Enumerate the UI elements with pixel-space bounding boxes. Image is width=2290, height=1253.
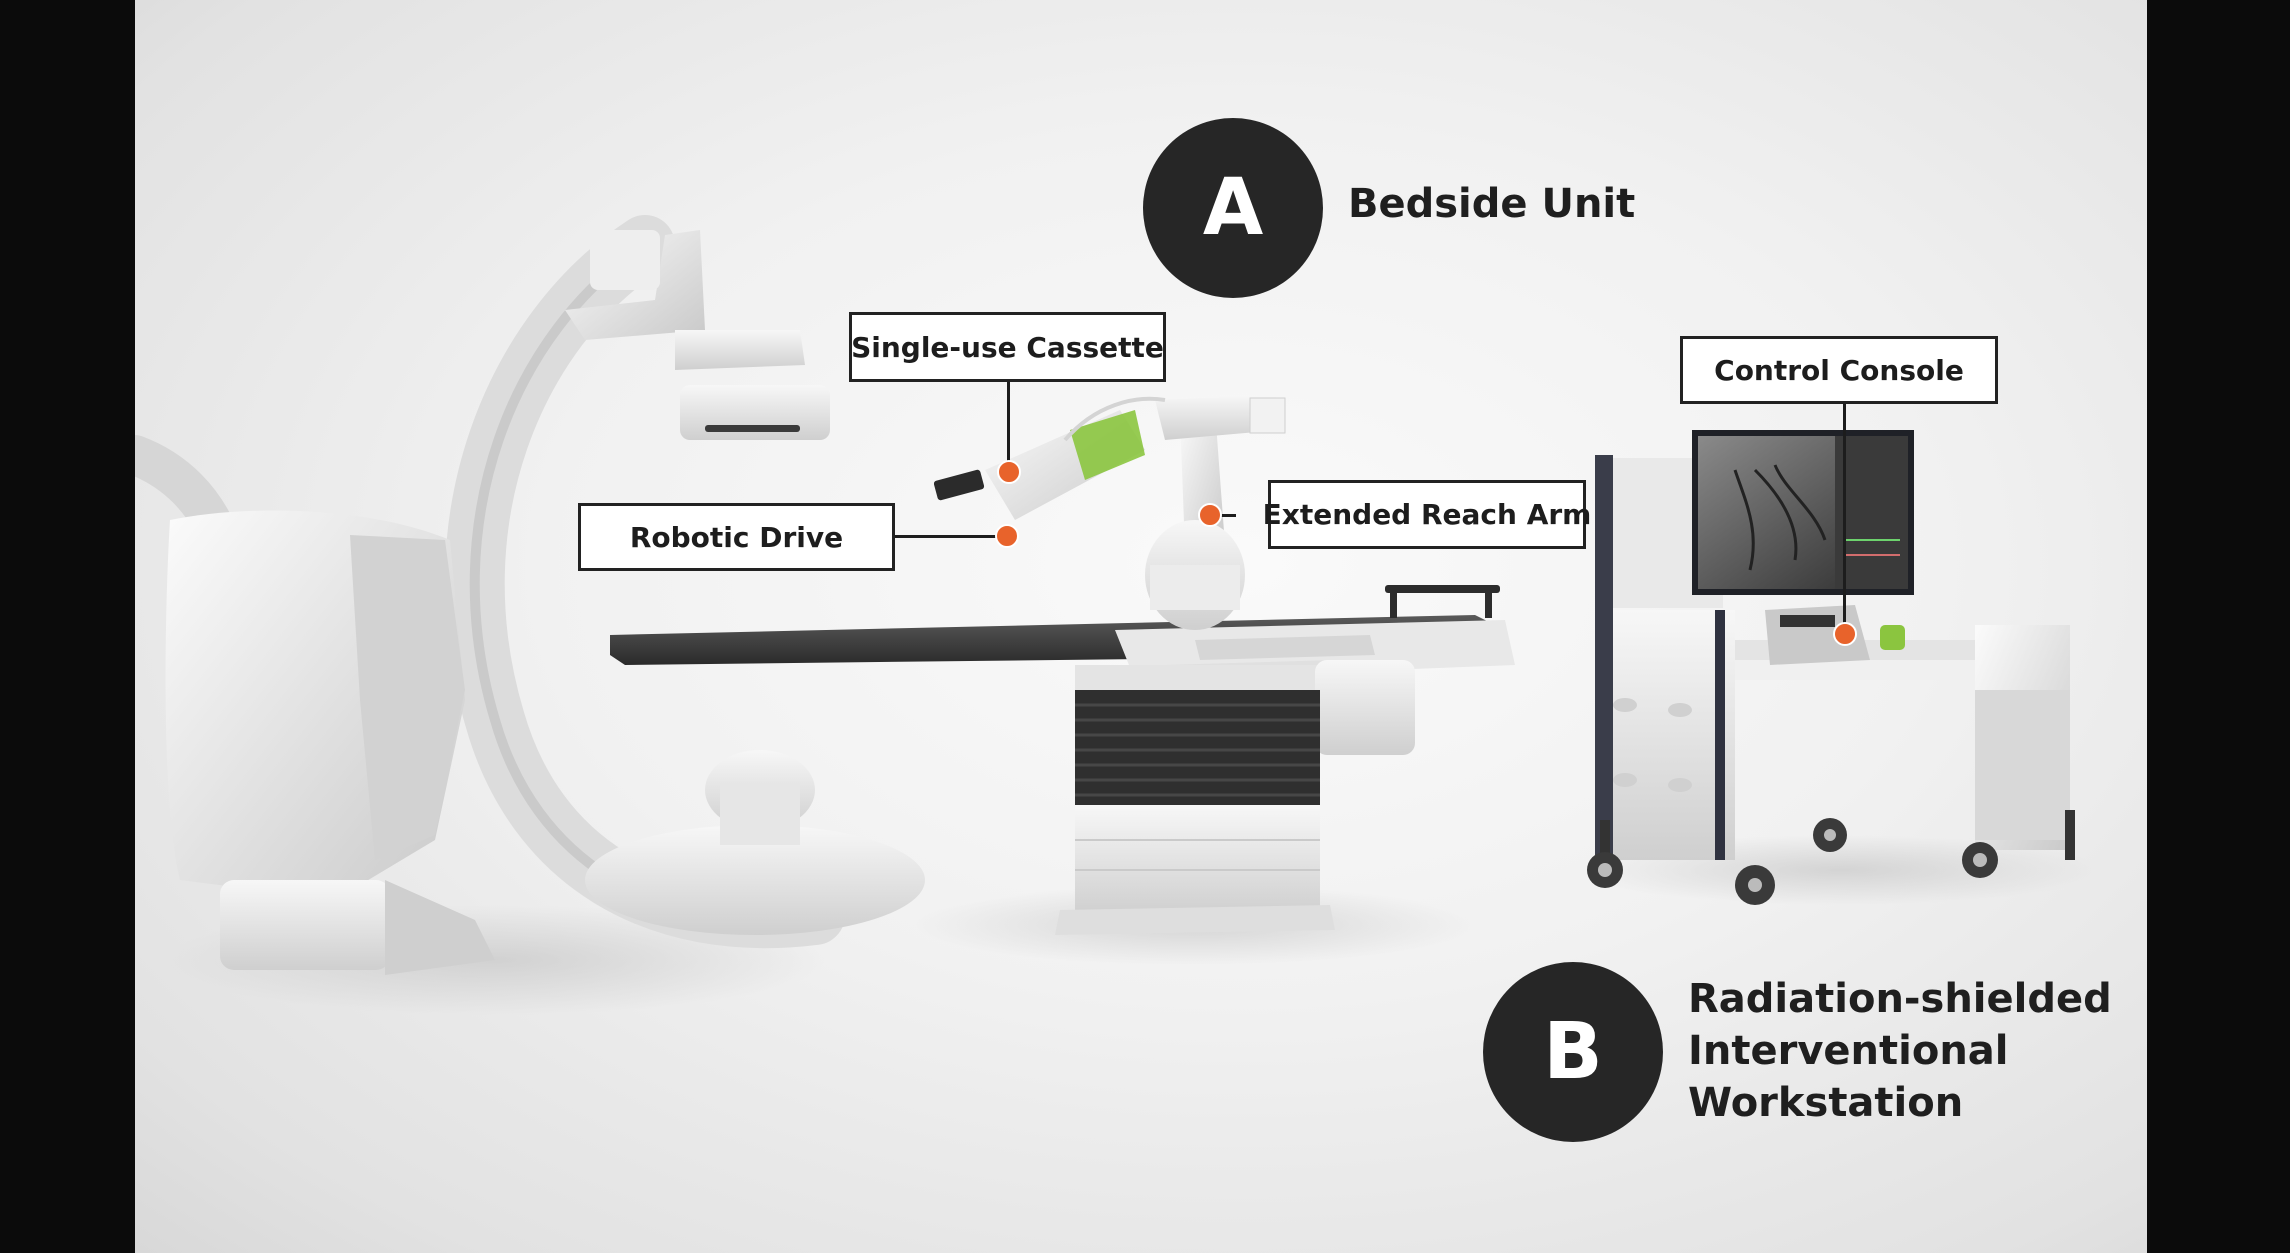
robotic-drive-label: Robotic Drive	[578, 503, 895, 571]
workstation-title: Radiation-shielded Interventional Workst…	[1688, 973, 2112, 1129]
reach-arm-marker[interactable]	[1198, 503, 1222, 527]
single-use-cassette-label: Single-use Cassette	[849, 312, 1166, 382]
patient-table-illustration	[610, 395, 1515, 935]
workstation-title-line-1: Radiation-shielded	[1688, 976, 2112, 1022]
diagram-panel: Single-use Cassette Robotic Drive Extend…	[135, 0, 2147, 1253]
robotic-drive-marker[interactable]	[995, 524, 1019, 548]
shielded-workstation-illustration	[1587, 430, 2075, 905]
letterbox-right	[2147, 0, 2290, 1253]
bedside-unit-title: Bedside Unit	[1348, 181, 1636, 227]
c-arm-xray-illustration	[135, 215, 925, 975]
control-console-label: Control Console	[1680, 336, 1998, 404]
extended-reach-arm-label: Extended Reach Arm	[1263, 480, 1591, 549]
control-console-marker[interactable]	[1833, 622, 1857, 646]
badge-a: A	[1143, 118, 1323, 298]
cassette-leader-line	[1007, 382, 1010, 472]
workstation-title-line-3: Workstation	[1688, 1080, 1964, 1126]
badge-b: B	[1483, 962, 1663, 1142]
console-leader-line	[1843, 402, 1846, 632]
robotic-drive-leader-line	[893, 535, 1010, 538]
equipment-illustration	[135, 215, 2100, 1015]
workstation-title-line-2: Interventional	[1688, 1028, 2009, 1074]
cassette-marker[interactable]	[997, 460, 1021, 484]
letterbox-left	[0, 0, 135, 1253]
reach-arm-leader-line	[1210, 514, 1236, 517]
